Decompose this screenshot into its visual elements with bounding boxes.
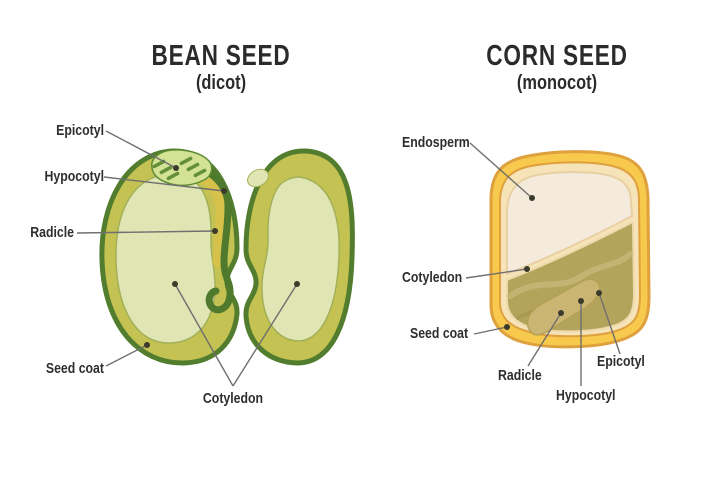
- corn-endosperm-label: Endosperm: [402, 134, 470, 151]
- bean-hypocotyl-dot: [221, 188, 227, 194]
- bean-title-block: BEAN SEED (dicot): [111, 40, 331, 95]
- corn-radicle-label: Radicle: [498, 367, 542, 384]
- bean-right-inner-notch: [247, 168, 269, 188]
- bean-hypocotyl-line: [103, 176, 225, 192]
- corn-title: CORN SEED: [486, 40, 628, 72]
- corn-title-block: CORN SEED (monocot): [447, 40, 667, 95]
- corn-hypocotyl-label: Hypocotyl: [556, 387, 616, 404]
- corn-endosperm-dot: [529, 195, 535, 201]
- bean-epicotyl-label: Epicotyl: [56, 122, 104, 139]
- corn-cotyledon-label: Cotyledon: [402, 269, 463, 286]
- corn-seed-coat-line: [473, 326, 508, 335]
- corn-cotyledon-line: [465, 268, 528, 279]
- leader-lines: [76, 130, 621, 387]
- bean-seed-coat-label: Seed coat: [45, 360, 104, 377]
- bean-cotyledon-left-line: [174, 283, 234, 387]
- corn-epicotyl-line: [598, 292, 621, 355]
- bean-left-inner-face: [115, 173, 216, 344]
- bean-title: BEAN SEED: [151, 40, 291, 72]
- corn-endosperm-line: [469, 142, 533, 199]
- bean-seed-illustration: [99, 148, 355, 366]
- corn-seed-coat-dot: [504, 324, 510, 330]
- corn-hypocotyl-dot: [578, 298, 584, 304]
- bean-embryo-axis: [182, 158, 234, 314]
- bean-right-inner-face: [261, 176, 340, 342]
- corn-epicotyl-label: Epicotyl: [597, 353, 645, 370]
- bean-cotyledon-left-dot: [172, 281, 178, 287]
- bean-cotyledon-right-line: [232, 283, 298, 387]
- corn-seed-illustration: [489, 150, 651, 349]
- bean-subtitle: (dicot): [195, 72, 247, 94]
- corn-endosperm-shape: [506, 171, 633, 275]
- bean-plumule-stripes: [152, 156, 207, 181]
- corn-radicle-dot: [558, 310, 564, 316]
- bean-cotyledon-right-dot: [294, 281, 300, 287]
- bean-epicotyl-line: [105, 130, 177, 169]
- bean-hypocotyl-label: Hypocotyl: [44, 168, 104, 185]
- corn-seed-coat-label: Seed coat: [410, 325, 469, 342]
- leader-dots: [144, 165, 602, 348]
- bean-seed-coat-dot: [144, 342, 150, 348]
- bean-radicle-dot: [212, 228, 218, 234]
- bean-seed-coat-line: [105, 344, 148, 367]
- bean-plumule-leaf: [151, 149, 213, 187]
- corn-cotyledon-dot: [524, 266, 530, 272]
- corn-subtitle: (monocot): [516, 72, 598, 94]
- corn-radicle-line: [527, 312, 562, 367]
- bean-epicotyl-dot: [173, 165, 179, 171]
- bean-cotyledon-label: Cotyledon: [202, 390, 264, 407]
- bean-radicle-line: [76, 230, 216, 234]
- corn-epicotyl-dot: [596, 290, 602, 296]
- corn-cotyledon-streak-light: [507, 251, 633, 299]
- bean-radicle-label: Radicle: [30, 224, 74, 241]
